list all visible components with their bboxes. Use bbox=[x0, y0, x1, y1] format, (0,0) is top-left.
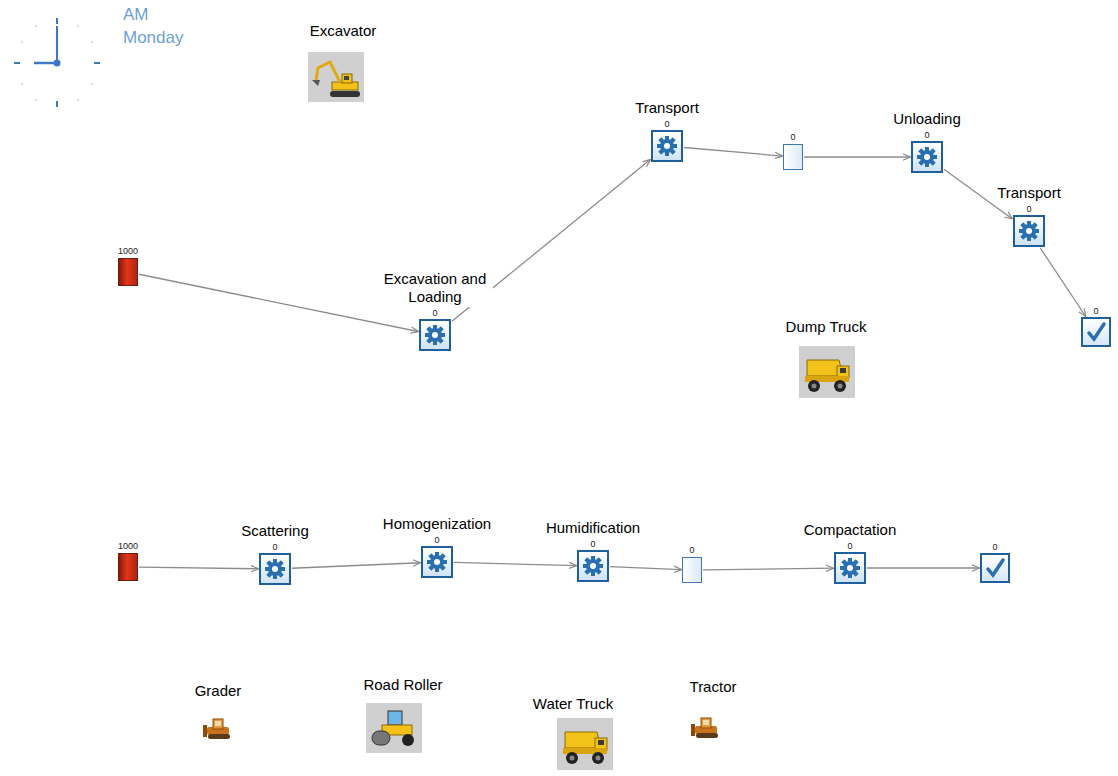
count-number: 0 bbox=[272, 543, 277, 552]
process-box: Transport0 bbox=[1013, 215, 1045, 247]
count-number: 1000 bbox=[118, 542, 138, 551]
gear-symbol bbox=[261, 555, 289, 583]
flow-arrow bbox=[292, 563, 420, 569]
count-number: 1000 bbox=[118, 247, 138, 256]
flow-arrow bbox=[804, 156, 910, 157]
tractor-icon bbox=[691, 718, 718, 738]
process-label: Transport bbox=[995, 184, 1063, 203]
check-symbol bbox=[1083, 319, 1109, 345]
flow-arrow bbox=[452, 160, 650, 321]
source-box: 1000 bbox=[118, 553, 138, 581]
resource-label: Tractor bbox=[690, 678, 737, 695]
node-caption: 0 bbox=[689, 544, 694, 558]
node-caption: Humidification 0 bbox=[544, 519, 642, 552]
node-caption: 0 bbox=[992, 541, 997, 555]
process-box: Compactation0 bbox=[834, 552, 866, 584]
flow-arrow bbox=[684, 147, 782, 156]
process-box: Humidification0 bbox=[577, 550, 609, 582]
sink-box: 0 bbox=[1081, 317, 1111, 347]
node-caption: Compactation 0 bbox=[802, 521, 899, 554]
count-number: 0 bbox=[847, 542, 852, 551]
process-label: Compactation bbox=[802, 521, 899, 540]
process-label: Unloading bbox=[891, 110, 963, 129]
node-caption: 0 bbox=[790, 131, 795, 145]
gear-symbol bbox=[421, 321, 449, 349]
count-number: 0 bbox=[664, 120, 669, 129]
count-number: 0 bbox=[1026, 205, 1031, 214]
count-number: 0 bbox=[432, 309, 437, 318]
node-caption: Unloading 0 bbox=[891, 110, 963, 143]
flow-arrow bbox=[867, 567, 979, 568]
resource-label: Road Roller bbox=[363, 676, 442, 693]
queue-box: 0 bbox=[682, 557, 702, 583]
source-box: 1000 bbox=[118, 258, 138, 286]
flow-arrow bbox=[139, 567, 258, 569]
gear-symbol bbox=[913, 143, 941, 171]
gear-symbol bbox=[1015, 217, 1043, 245]
process-label: Excavation and Loading bbox=[377, 270, 493, 308]
node-caption: Scattering 0 bbox=[239, 522, 311, 555]
process-label: Humidification bbox=[544, 519, 642, 538]
node-caption: Transport 0 bbox=[633, 99, 701, 132]
excavator-icon bbox=[308, 52, 364, 102]
dump-truck-icon bbox=[799, 346, 855, 398]
node-caption: 0 bbox=[1093, 305, 1098, 319]
node-caption: Homogenization 0 bbox=[381, 515, 493, 548]
count-number: 0 bbox=[1093, 307, 1098, 316]
process-label: Homogenization bbox=[381, 515, 493, 534]
node-caption: 1000 bbox=[118, 540, 138, 554]
clock-label: AM bbox=[123, 5, 149, 25]
clock-icon bbox=[14, 18, 100, 107]
process-box: Homogenization0 bbox=[421, 546, 453, 578]
resource-label: Excavator bbox=[310, 22, 377, 39]
water-truck-icon bbox=[557, 718, 613, 770]
count-number: 0 bbox=[434, 536, 439, 545]
resource-label: Grader bbox=[195, 682, 242, 699]
process-box: Transport0 bbox=[651, 130, 683, 162]
flow-arrow bbox=[610, 567, 681, 570]
process-box: Excavation and Loading0 bbox=[419, 319, 451, 351]
flow-arrow bbox=[944, 169, 1012, 218]
gear-symbol bbox=[579, 552, 607, 580]
process-box: Unloading0 bbox=[911, 141, 943, 173]
flow-arrow bbox=[454, 562, 576, 565]
sink-box: 0 bbox=[980, 553, 1010, 583]
grader-icon bbox=[203, 719, 230, 739]
clock-label: Monday bbox=[123, 28, 183, 48]
count-number: 0 bbox=[689, 546, 694, 555]
count-number: 0 bbox=[924, 131, 929, 140]
road-roller-icon bbox=[366, 703, 422, 753]
count-number: 0 bbox=[590, 540, 595, 549]
process-label: Scattering bbox=[239, 522, 311, 541]
process-box: Scattering0 bbox=[259, 553, 291, 585]
count-number: 0 bbox=[992, 543, 997, 552]
resource-label: Dump Truck bbox=[786, 318, 867, 335]
flow-arrow bbox=[703, 568, 833, 570]
gear-symbol bbox=[423, 548, 451, 576]
node-caption: 1000 bbox=[118, 245, 138, 259]
gear-symbol bbox=[653, 132, 681, 160]
node-caption: Transport 0 bbox=[995, 184, 1063, 217]
count-number: 0 bbox=[790, 133, 795, 142]
queue-box: 0 bbox=[783, 144, 803, 170]
node-caption: Excavation and Loading0 bbox=[377, 270, 493, 322]
flow-arrow bbox=[1040, 248, 1085, 316]
gear-symbol bbox=[836, 554, 864, 582]
process-label: Transport bbox=[633, 99, 701, 118]
flow-arrow bbox=[139, 274, 418, 331]
check-symbol bbox=[982, 555, 1008, 581]
resource-label: Water Truck bbox=[533, 695, 613, 712]
